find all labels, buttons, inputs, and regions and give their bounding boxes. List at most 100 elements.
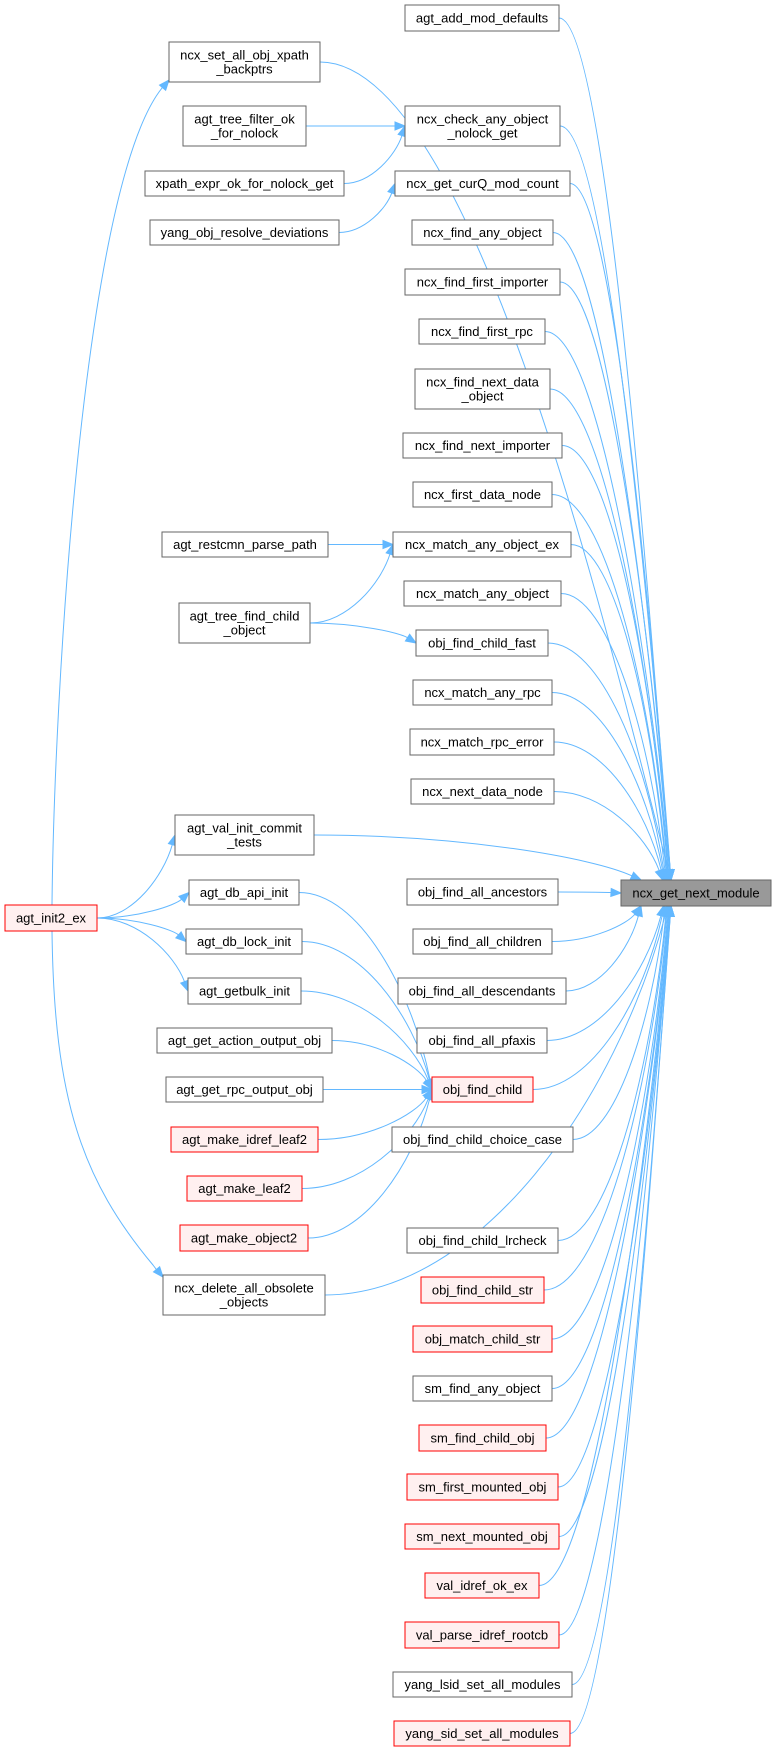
node-agt-db-api-init[interactable]: agt_db_api_init <box>188 879 300 906</box>
node-ncx-find-next-data-object[interactable]: ncx_find_next_data_object <box>414 368 551 410</box>
node-box <box>412 1375 553 1402</box>
node-sm-next-mounted-obj[interactable]: sm_next_mounted_obj <box>404 1523 560 1550</box>
edge-agt_get_action_output_obj-to-obj_find_child <box>331 1040 433 1091</box>
node-label: agt_get_rpc_output_obj <box>176 1082 313 1097</box>
node-box <box>416 1027 548 1054</box>
node-obj-find-child-str[interactable]: obj_find_child_str <box>420 1276 545 1304</box>
node-ncx-check-any-object-nolock-get[interactable]: ncx_check_any_object_nolock_get <box>404 105 561 147</box>
node-val-idref-ok-ex[interactable]: val_idref_ok_ex <box>424 1572 540 1599</box>
node-yang-sid-set-all-modules[interactable]: yang_sid_set_all_modules <box>393 1720 571 1747</box>
node-box <box>179 1224 309 1252</box>
node-box <box>406 1227 559 1254</box>
node-agt-getbulk-init[interactable]: agt_getbulk_init <box>187 977 302 1005</box>
node-label: ncx_match_rpc_error <box>421 735 544 750</box>
node-agt-db-lock-init[interactable]: agt_db_lock_init <box>185 928 303 955</box>
node-box <box>161 531 329 558</box>
node-box <box>412 928 553 955</box>
node-sm-first-mounted-obj[interactable]: sm_first_mounted_obj <box>406 1473 559 1501</box>
node-label: agt_make_leaf2 <box>198 1181 291 1196</box>
node-agt-val-init-commit-tests[interactable]: agt_val_init_commit_tests <box>174 814 315 856</box>
edge-agt_get_rpc_output_obj-to-obj_find_child <box>323 1084 434 1095</box>
node-obj-find-child-fast[interactable]: obj_find_child_fast <box>415 629 549 657</box>
edge-agt_init2_ex-to-agt_db_lock_init <box>96 917 188 943</box>
node-box <box>406 1473 559 1501</box>
node-ncx-first-data-node[interactable]: ncx_first_data_node <box>412 481 553 508</box>
node-box <box>165 1076 324 1103</box>
node-obj-find-child[interactable]: obj_find_child <box>431 1076 534 1103</box>
edge-agt_val_init_commit_tests-to-root <box>313 834 643 881</box>
node-label: _for_nolock <box>210 126 279 141</box>
node-ncx-match-any-object[interactable]: ncx_match_any_object <box>403 580 562 607</box>
node-label: val_parse_idref_rootcb <box>416 1628 548 1643</box>
node-label: _nolock_get <box>446 126 517 141</box>
node-obj-find-all-descendants[interactable]: obj_find_all_descendants <box>397 977 567 1005</box>
arrowhead-icon <box>394 121 407 131</box>
node-ncx-match-rpc-error[interactable]: ncx_match_rpc_error <box>409 728 555 756</box>
node-ncx-set-all-obj-xpath-backptrs[interactable]: ncx_set_all_obj_xpath_backptrs <box>168 41 321 83</box>
node-agt-tree-filter-ok-for-nolock[interactable]: agt_tree_filter_ok_for_nolock <box>182 105 307 147</box>
node-agt-tree-find-child-object[interactable]: agt_tree_find_child_object <box>178 602 311 644</box>
node-label: agt_tree_find_child <box>190 609 300 624</box>
node-obj-find-child-lrcheck[interactable]: obj_find_child_lrcheck <box>406 1227 559 1254</box>
node-label: ncx_set_all_obj_xpath <box>180 48 309 63</box>
node-ncx-find-first-rpc[interactable]: ncx_find_first_rpc <box>418 318 546 345</box>
node-label: sm_first_mounted_obj <box>419 1480 547 1495</box>
node-label: val_idref_ok_ex <box>436 1578 528 1593</box>
root-node[interactable]: ncx_get_next_module <box>620 879 772 907</box>
edge-agt_add_mod_defaults-to-root <box>558 17 675 882</box>
node-ncx-find-first-importer[interactable]: ncx_find_first_importer <box>404 268 561 296</box>
arrowhead-icon <box>633 904 643 918</box>
arrowhead-icon <box>179 979 189 993</box>
node-box <box>392 531 572 558</box>
node-obj-find-all-children[interactable]: obj_find_all_children <box>412 928 553 955</box>
node-label: xpath_expr_ok_for_nolock_get <box>156 176 334 191</box>
node-xpath-expr-ok-for-nolock-get[interactable]: xpath_expr_ok_for_nolock_get <box>144 170 345 197</box>
node-box <box>414 368 551 410</box>
node-box <box>170 1126 319 1153</box>
node-agt-add-mod-defaults[interactable]: agt_add_mod_defaults <box>404 4 560 32</box>
node-label: yang_obj_resolve_deviations <box>161 225 329 240</box>
node-agt-get-action-output-obj[interactable]: agt_get_action_output_obj <box>156 1027 333 1054</box>
node-yang-lsid-set-all-modules[interactable]: yang_lsid_set_all_modules <box>392 1671 573 1698</box>
edge-ncx_match_rpc_error-to-root <box>553 741 666 882</box>
node-val-parse-idref-rootcb[interactable]: val_parse_idref_rootcb <box>404 1621 560 1649</box>
edge-agt_restcmn_parse_path-to-ncx_match_any_object_ex <box>328 539 395 550</box>
edge-obj_find_all_children-to-root <box>551 904 642 942</box>
node-ncx-match-any-object-ex[interactable]: ncx_match_any_object_ex <box>392 531 572 558</box>
node-agt-make-object2[interactable]: agt_make_object2 <box>179 1224 309 1252</box>
node-ncx-find-next-importer[interactable]: ncx_find_next_importer <box>402 432 563 459</box>
node-sm-find-child-obj[interactable]: sm_find_child_obj <box>418 1424 547 1452</box>
node-obj-match-child-str[interactable]: obj_match_child_str <box>412 1325 553 1353</box>
node-box <box>620 879 772 907</box>
node-label: _object <box>223 623 266 638</box>
node-agt-restcmn-parse-path[interactable]: agt_restcmn_parse_path <box>161 531 329 558</box>
node-ncx-match-any-rpc[interactable]: ncx_match_any_rpc <box>412 679 553 706</box>
edge-sm_next_mounted_obj-to-root <box>558 904 675 1537</box>
node-label: obj_find_all_descendants <box>409 984 556 999</box>
node-label: obj_find_child_lrcheck <box>419 1233 547 1248</box>
node-agt-make-leaf2[interactable]: agt_make_leaf2 <box>186 1175 303 1202</box>
node-label: agt_val_init_commit <box>187 821 302 836</box>
node-agt-init2-ex[interactable]: agt_init2_ex <box>4 904 98 932</box>
node-box <box>187 977 302 1005</box>
node-box <box>186 1175 303 1202</box>
node-ncx-get-curQ-mod-count[interactable]: ncx_get_curQ_mod_count <box>394 170 571 197</box>
node-box <box>156 1027 333 1054</box>
node-obj-find-all-pfaxis[interactable]: obj_find_all_pfaxis <box>416 1027 548 1054</box>
node-sm-find-any-object[interactable]: sm_find_any_object <box>412 1375 553 1402</box>
node-obj-find-child-choice-case[interactable]: obj_find_child_choice_case <box>391 1126 574 1153</box>
node-ncx-next-data-node[interactable]: ncx_next_data_node <box>410 778 555 805</box>
node-box <box>412 1325 553 1353</box>
node-agt-get-rpc-output-obj[interactable]: agt_get_rpc_output_obj <box>165 1076 324 1103</box>
node-agt-make-idref-leaf2[interactable]: agt_make_idref_leaf2 <box>170 1126 319 1153</box>
node-box <box>4 904 98 932</box>
node-ncx-delete-all-obsolete-objects[interactable]: ncx_delete_all_obsolete_objects <box>162 1274 326 1316</box>
node-yang-obj-resolve-deviations[interactable]: yang_obj_resolve_deviations <box>149 219 340 246</box>
node-box <box>404 1523 560 1550</box>
node-ncx-find-any-object[interactable]: ncx_find_any_object <box>411 219 554 246</box>
node-obj-find-all-ancestors[interactable]: obj_find_all_ancestors <box>406 878 559 906</box>
node-label: obj_find_child_choice_case <box>403 1132 562 1147</box>
node-box <box>404 1621 560 1649</box>
node-box <box>178 602 311 644</box>
node-label: obj_find_child <box>443 1082 523 1097</box>
